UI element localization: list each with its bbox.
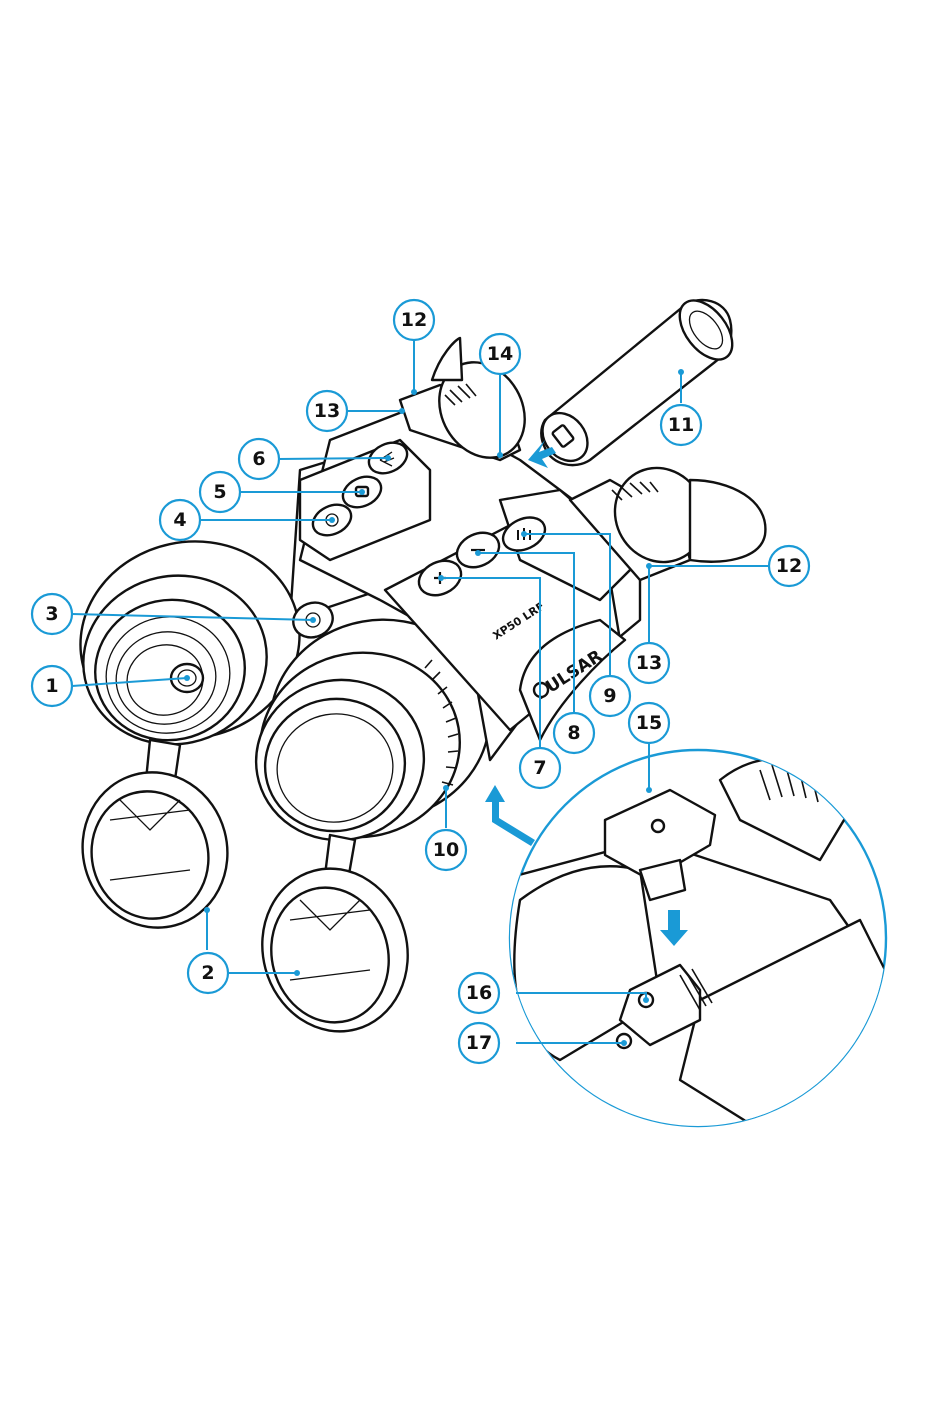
- svg-text:4: 4: [173, 509, 186, 531]
- svg-text:15: 15: [636, 712, 662, 734]
- callout-17: 17: [459, 1023, 499, 1063]
- svg-text:17: 17: [466, 1032, 492, 1054]
- callout-8: 8: [554, 713, 594, 753]
- svg-text:11: 11: [668, 414, 694, 436]
- svg-text:12: 12: [776, 555, 802, 577]
- svg-text:5: 5: [213, 481, 226, 503]
- svg-text:10: 10: [433, 839, 459, 861]
- callout-11: 11: [661, 405, 701, 445]
- callout-14: 14: [480, 334, 520, 374]
- callout-9: 9: [590, 676, 630, 716]
- svg-text:14: 14: [487, 343, 513, 365]
- battery-pack-icon: [533, 291, 742, 470]
- lens-cap-left: [65, 740, 244, 944]
- svg-text:12: 12: [401, 309, 427, 331]
- callout-15: 15: [629, 703, 669, 743]
- svg-text:13: 13: [636, 652, 662, 674]
- tripod-adapter-inset: [500, 750, 900, 1130]
- lens-cap-right: [244, 835, 426, 1048]
- svg-text:1: 1: [45, 675, 58, 697]
- svg-text:6: 6: [252, 448, 265, 470]
- callout-3: 3: [32, 594, 72, 634]
- svg-text:7: 7: [533, 757, 546, 779]
- svg-text:2: 2: [201, 962, 214, 984]
- svg-text:16: 16: [466, 982, 492, 1004]
- callout-1: 1: [32, 666, 72, 706]
- svg-text:9: 9: [603, 685, 616, 707]
- callout-12-top: 12: [394, 300, 434, 340]
- callout-12-right: 12: [769, 546, 809, 586]
- svg-text:3: 3: [45, 603, 58, 625]
- callout-16: 16: [459, 973, 499, 1013]
- callout-6: 6: [239, 439, 279, 479]
- callout-4: 4: [160, 500, 200, 540]
- inset-pointer-arrow-icon: [485, 785, 535, 846]
- callout-2: 2: [188, 953, 228, 993]
- callout-13-right: 13: [629, 643, 669, 683]
- callout-10: 10: [426, 830, 466, 870]
- svg-text:13: 13: [314, 400, 340, 422]
- callout-5: 5: [200, 472, 240, 512]
- callout-13-top: 13: [307, 391, 347, 431]
- svg-text:8: 8: [567, 722, 580, 744]
- callout-7: 7: [520, 748, 560, 788]
